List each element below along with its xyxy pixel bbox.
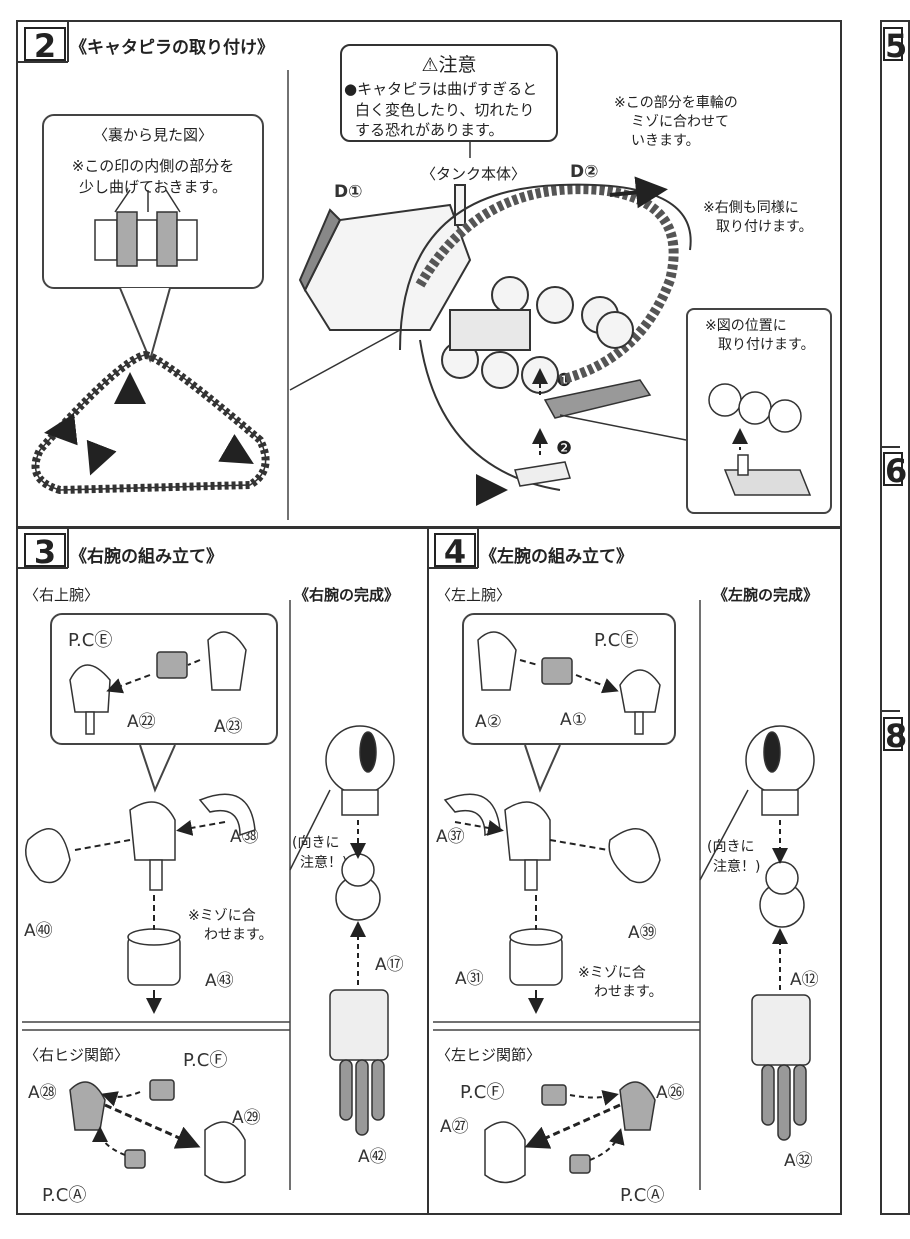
step5-number: 5 (883, 27, 908, 65)
a40-label: A㊵ (24, 921, 53, 941)
a37-label: A㊲ (436, 827, 465, 847)
caution-box (340, 44, 558, 142)
a42-label: A㊷ (358, 1147, 387, 1167)
part-d1-label: D① (334, 182, 363, 202)
wheel-note-1: ※この部分を車輪の (614, 95, 738, 111)
step3-number: 3 (24, 533, 66, 569)
pc-e-label: P.CⒺ (68, 630, 113, 651)
caution-line-2: 白く変色したり、切れたり (355, 101, 535, 119)
step4-number: 4 (434, 533, 476, 569)
step4-title: 《左腕の組み立て》 (480, 547, 633, 567)
right-elbow-label: 〈右ヒジ関節〉 (24, 1046, 130, 1064)
a32-label: A㉜ (784, 1151, 813, 1171)
groove-note-2-left: わせます。 (594, 984, 663, 1000)
order-marker-2: ❷ (556, 438, 573, 459)
pc-f-label-left: P.CⒻ (460, 1082, 505, 1103)
direction-note-1: (向きに (292, 835, 340, 851)
tank-body-label: 〈タンク本体〉 (421, 165, 527, 183)
step3-title: 《右腕の組み立て》 (70, 547, 223, 567)
right-side-note-2: 取り付けます。 (716, 219, 813, 235)
a26-label: A㉖ (656, 1083, 685, 1103)
a27-label: A㉗ (440, 1117, 469, 1137)
back-view-title: 〈裏から見た図〉 (92, 126, 213, 144)
wheel-note-3: いきます。 (631, 133, 700, 149)
a39-label: A㊴ (628, 923, 657, 943)
step2-title: 《キャタピラの取り付け》 (70, 38, 274, 58)
right-side-note-1: ※右側も同様に (703, 200, 799, 216)
groove-note-2: わせます。 (204, 927, 273, 943)
part-d2-label: D② (570, 162, 599, 182)
a29-label: A㉙ (232, 1108, 261, 1128)
a28-label: A㉘ (28, 1083, 57, 1103)
next-page-divider-1 (880, 446, 900, 448)
caution-line-3: する恐れがあります。 (355, 121, 504, 139)
a1-label: A① (560, 710, 587, 730)
a22-label: A㉒ (127, 712, 156, 732)
direction-note-2-left: 注意！) (713, 859, 761, 875)
position-note-2: 取り付けます。 (718, 337, 815, 353)
step2-number: 2 (24, 27, 66, 63)
pc-f-label: P.CⒻ (183, 1050, 228, 1071)
pc-a-label-left: P.CⒶ (620, 1185, 665, 1206)
order-marker-1: ❶ (556, 370, 573, 391)
right-arm-complete-label: 《右腕の完成》 (294, 586, 400, 604)
step8-number: 8 (883, 717, 908, 755)
step4-panel (427, 527, 842, 1215)
wheel-note-2: ミゾに合わせて (631, 114, 729, 130)
groove-note-1: ※ミゾに合 (188, 908, 256, 924)
back-view-note-1: ※この印の内側の部分を (71, 157, 235, 175)
direction-note-2: 注意！) (300, 855, 348, 871)
a43-label: A㊸ (205, 971, 234, 991)
pc-a-label: P.CⒶ (42, 1185, 87, 1206)
caution-line-1: ●キャタピラは曲げすぎると (344, 80, 538, 98)
a17-label: A⑰ (375, 955, 404, 975)
next-page-edge (880, 20, 910, 1215)
left-upper-arm-label: 〈左上腕〉 (436, 586, 512, 604)
left-arm-complete-label: 《左腕の完成》 (713, 586, 819, 604)
groove-note-1-left: ※ミゾに合 (578, 965, 646, 981)
caution-title: ⚠注意 (421, 54, 477, 76)
next-page-divider-2 (880, 710, 900, 712)
position-note-1: ※図の位置に (705, 318, 787, 334)
a38-label: A㊳ (230, 827, 259, 847)
right-upper-arm-label: 〈右上腕〉 (24, 586, 100, 604)
pc-e-label-left: P.CⒺ (594, 630, 639, 651)
step6-number: 6 (883, 452, 908, 490)
left-elbow-label: 〈左ヒジ関節〉 (436, 1046, 542, 1064)
a23-label: A㉓ (214, 717, 243, 737)
a12-label: A⑫ (790, 970, 819, 990)
a2-label: A② (475, 712, 502, 732)
back-view-note-2: 少し曲げておきます。 (78, 178, 228, 196)
a31-label: A㉛ (455, 969, 484, 989)
direction-note-1-left: (向きに (707, 839, 755, 855)
